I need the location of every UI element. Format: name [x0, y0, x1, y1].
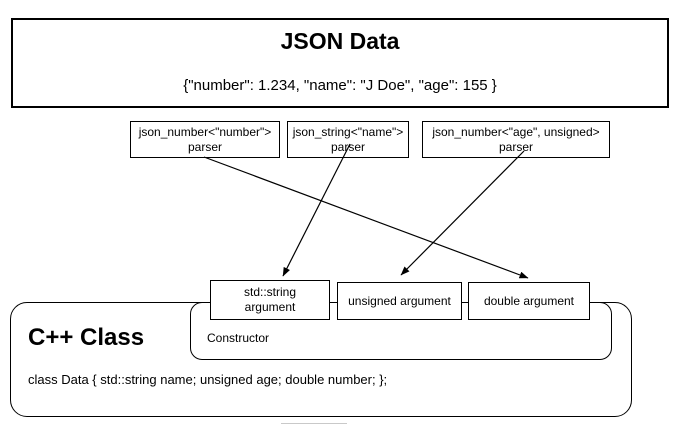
cpp-class-code: class Data { std::string name; unsigned …	[28, 372, 388, 387]
argument-box-string: std::string argument	[210, 280, 330, 320]
json-data-content: {"number": 1.234, "name": "J Doe", "age"…	[183, 77, 497, 94]
json-data-title: JSON Data	[280, 28, 400, 54]
cpp-class-title: C++ Class	[28, 324, 145, 351]
parser-age-line1: json_number<"age", unsigned>	[432, 124, 600, 139]
parser-number-line1: json_number<"number">	[138, 124, 272, 139]
parser-box-string: json_string<"name"> parser	[287, 121, 409, 158]
arrow-number-to-double	[203, 156, 529, 279]
argument-box-double: double argument	[468, 282, 590, 320]
argument-string-line2: argument	[244, 300, 296, 314]
json-data-box: JSON Data {"number": 1.234, "name": "J D…	[11, 18, 669, 108]
parser-string-line2: parser	[330, 139, 365, 154]
argument-double-label: double argument	[483, 293, 575, 308]
argument-box-unsigned: unsigned argument	[337, 282, 462, 320]
argument-unsigned-label: unsigned argument	[348, 293, 451, 308]
parser-box-number: json_number<"number"> parser	[130, 121, 280, 158]
parser-box-age: json_number<"age", unsigned> parser	[422, 121, 610, 158]
arrow-string-to-stdstring	[282, 143, 351, 277]
argument-string-line1: std::string	[243, 285, 297, 299]
parser-age-line2: parser	[498, 139, 533, 154]
divider-artifact	[281, 423, 347, 424]
constructor-label: Constructor	[207, 331, 270, 345]
arrow-age-to-unsigned	[400, 150, 525, 276]
parser-number-line2: parser	[187, 139, 222, 154]
parser-string-line1: json_string<"name">	[292, 124, 404, 139]
